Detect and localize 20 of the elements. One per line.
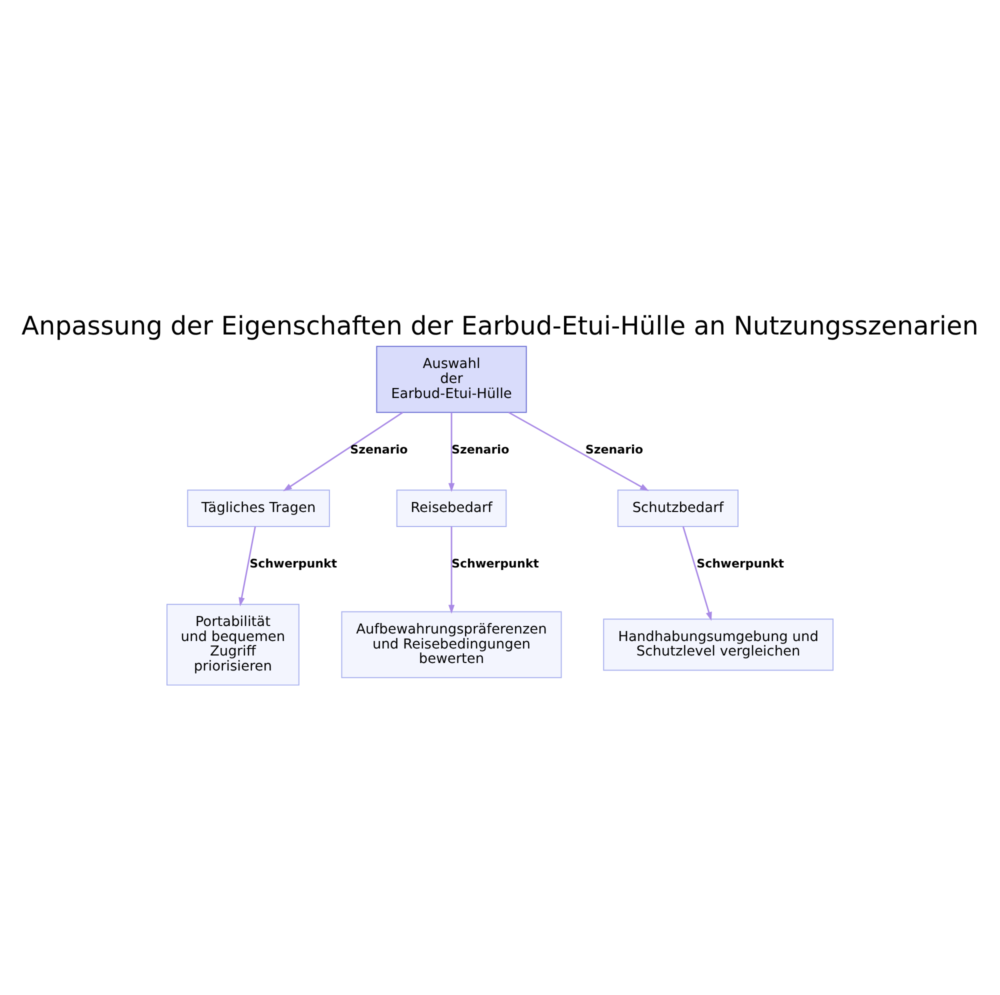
arrow — [508, 412, 649, 492]
arrow — [448, 412, 455, 492]
arrow — [238, 526, 256, 606]
edge-label: Szenario — [585, 442, 644, 456]
arrow — [448, 526, 455, 614]
node-box: Tägliches Tragen — [187, 490, 330, 528]
edge-label: Schwerpunkt — [452, 556, 539, 571]
arrow — [283, 412, 404, 492]
node-box: Portabilität und bequemen Zugriff priorisieren — [166, 604, 300, 686]
node-box: Schutzbedarf — [617, 490, 739, 528]
edge-label: Szenario — [350, 442, 408, 456]
node-box: Reisebedarf — [396, 490, 507, 528]
edge-label: Schwerpunkt — [250, 556, 338, 571]
node-box: Aufbewahrungspräferenzen und Reisebedingungen bewerten — [341, 611, 562, 678]
node-box: Handhabungsumgebung und Schutzlevel vergleichen — [603, 618, 834, 671]
diagram-title: Anpassung der Eigenschaften der Earbud-Etui-Hülle an Nutzungsszenarien — [22, 311, 978, 342]
arrow — [682, 526, 712, 621]
edge-label: Schwerpunkt — [696, 556, 784, 571]
edge-label: Szenario — [452, 442, 510, 456]
node-box: Auswahl der Earbud-Etui-Hülle — [376, 346, 527, 413]
